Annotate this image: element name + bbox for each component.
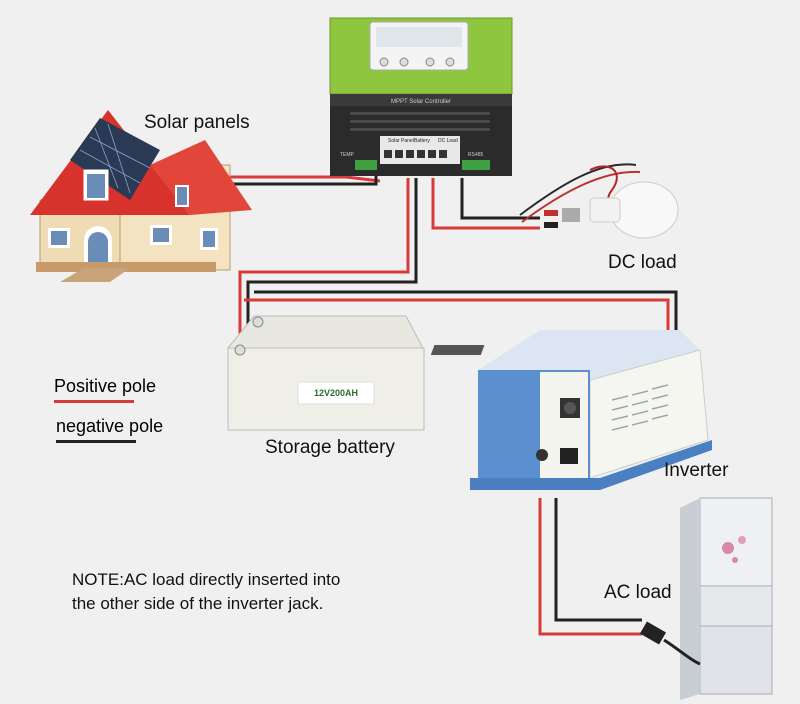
controller-solar-port-label: Solar Panel — [388, 138, 414, 144]
positive-pole-swatch — [54, 400, 134, 403]
mppt-controller: MPPT Solar Controller Solar Panel Batter… — [329, 17, 513, 176]
battery-negative-wire — [246, 178, 418, 340]
note-text: NOTE:AC load directly inserted into the … — [72, 568, 412, 616]
inverter-negative-wire — [254, 290, 678, 335]
negative-pole-legend: negative pole — [56, 416, 186, 443]
storage-battery: 12V200AH — [226, 315, 425, 431]
battery-model-label: 12V200AH — [314, 388, 358, 398]
inverter-label: Inverter — [664, 460, 729, 481]
ac-load-positive-wire — [538, 498, 642, 636]
note-line-1: NOTE:AC load directly inserted into — [72, 570, 341, 589]
controller-title: MPPT Solar Controller — [391, 99, 451, 105]
ac-load-label: AC load — [604, 582, 672, 603]
ac-plug-icon — [639, 621, 701, 666]
controller-battery-port-label: Battery — [414, 138, 430, 144]
dc-load-positive-wire — [431, 178, 540, 230]
solar-positive-wire — [180, 175, 381, 183]
positive-pole-text: Positive pole — [54, 376, 157, 396]
battery-positive-wire — [238, 178, 410, 350]
dc-load-label: DC load — [608, 252, 677, 273]
note-line-2: the other side of the inverter jack. — [72, 594, 324, 613]
dc-load-bulb — [519, 163, 679, 239]
inverter-positive-wire — [244, 298, 670, 335]
wires — [180, 170, 678, 636]
negative-pole-text: negative pole — [56, 416, 164, 436]
storage-battery-label: Storage battery — [265, 437, 395, 458]
solar-panels-label: Solar panels — [144, 112, 250, 133]
controller-dcload-port-label: DC Load — [438, 138, 458, 144]
house-illustration — [30, 110, 252, 282]
dc-load-negative-wire — [460, 178, 540, 220]
negative-pole-swatch — [56, 440, 136, 443]
ac-load-fridge — [639, 497, 773, 700]
inverter-unit — [430, 330, 712, 490]
positive-pole-legend: Positive pole — [54, 376, 174, 403]
controller-temp-label: TEMP — [340, 152, 355, 158]
controller-rs485-label: RS485 — [468, 152, 484, 158]
ac-load-negative-wire — [554, 498, 642, 622]
